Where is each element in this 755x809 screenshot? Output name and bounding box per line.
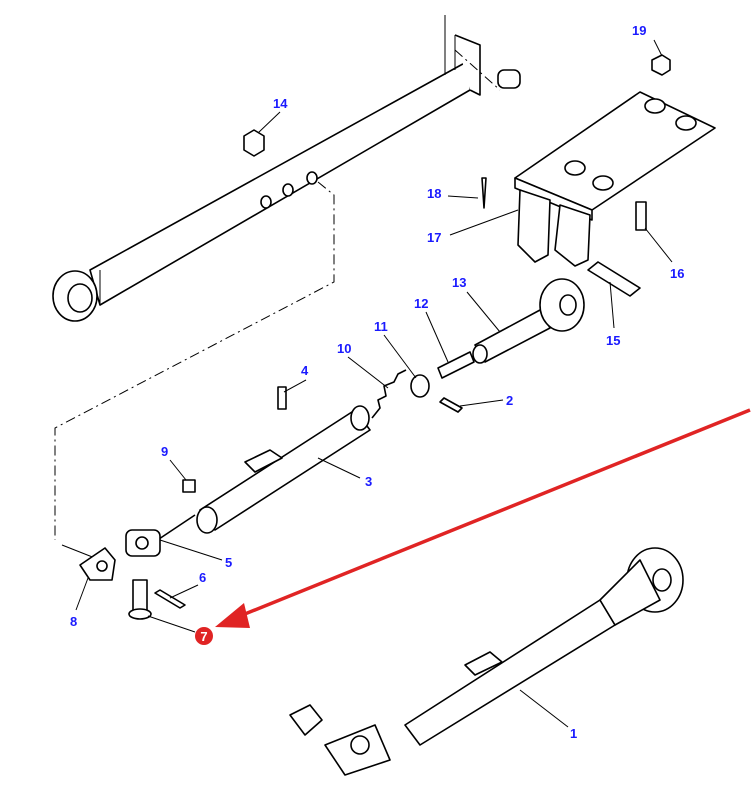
label-16: 16 — [670, 266, 684, 281]
label-11: 11 — [374, 319, 388, 334]
bolt-16 — [635, 201, 647, 231]
pin-18 — [481, 177, 487, 209]
highlight-badge-7: 7 — [195, 627, 213, 645]
label-13: 13 — [452, 275, 466, 290]
label-17: 17 — [427, 230, 441, 245]
label-4: 4 — [301, 363, 309, 378]
pin-2 — [439, 397, 463, 413]
bracket-17 — [514, 91, 716, 267]
label-3: 3 — [365, 474, 372, 489]
leader-lines — [75, 39, 673, 728]
ball-end-8 — [61, 544, 116, 581]
clevis-pin-7 — [128, 579, 152, 620]
label-10: 10 — [337, 341, 351, 356]
label-7: 7 — [200, 629, 207, 644]
label-15: 15 — [606, 333, 620, 348]
highlight-arrow — [215, 408, 751, 628]
label-1: 1 — [570, 726, 577, 741]
label-8: 8 — [70, 614, 77, 629]
grease-nipple-9 — [182, 479, 196, 493]
rod-end-13 — [472, 278, 585, 364]
label-6: 6 — [199, 570, 206, 585]
collar-11 — [410, 374, 430, 398]
label-9: 9 — [161, 444, 168, 459]
lower-link-arm — [52, 15, 521, 322]
nut-19 — [651, 54, 671, 76]
label-14: 14 — [273, 96, 288, 111]
tube-3 — [196, 405, 371, 534]
assembly-line — [54, 181, 335, 540]
label-2: 2 — [506, 393, 513, 408]
spring-10 — [371, 369, 407, 419]
label-12: 12 — [414, 296, 428, 311]
yoke-5 — [125, 514, 196, 557]
top-link-assembly-1 — [289, 547, 684, 776]
pin-4 — [277, 386, 287, 410]
nut-14 — [243, 129, 265, 157]
label-18: 18 — [427, 186, 441, 201]
label-19: 19 — [632, 23, 646, 38]
label-5: 5 — [225, 555, 232, 570]
linch-pin-6 — [154, 589, 186, 609]
pin-12 — [437, 351, 475, 379]
pin-15 — [587, 261, 641, 297]
